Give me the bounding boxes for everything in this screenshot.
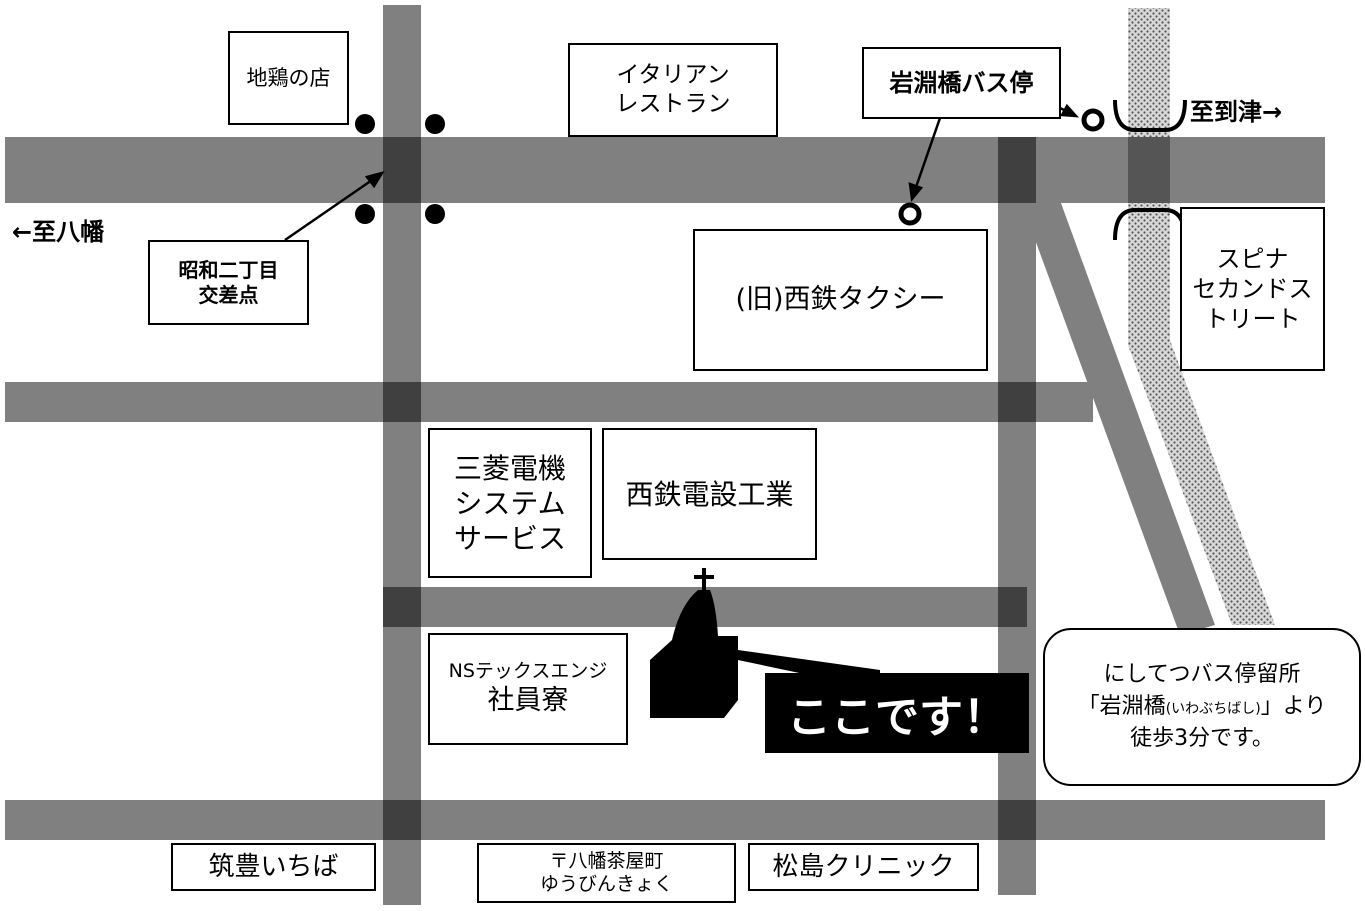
bus-stop-icon <box>1081 108 1105 132</box>
landmark-crossing: 昭和二丁目交差点 <box>148 240 309 325</box>
bus-stop-icon <box>898 202 922 226</box>
landmark-label: 三菱電機 <box>453 451 566 485</box>
landmark-label: ゆうびんきょく <box>539 873 673 895</box>
direction-tobata: 至到津→ <box>1190 98 1283 126</box>
landmark-label: レストラン <box>615 91 731 117</box>
landmark-mitsubishi: 三菱電機システムサービス <box>428 428 592 578</box>
note-text: 」より <box>1260 694 1327 720</box>
landmark-clinic: 松島クリニック <box>748 843 979 891</box>
landmark-label: システム <box>454 486 566 520</box>
road-h4 <box>5 800 1325 840</box>
landmark-label: NSテックスエンジ <box>448 660 608 683</box>
road-diagonal <box>1015 173 1215 635</box>
landmark-label: トリート <box>1204 305 1301 333</box>
intersections <box>383 137 1170 840</box>
landmark-italian: イタリアンレストラン <box>568 43 778 137</box>
landmark-label: 昭和二丁目 <box>178 257 279 282</box>
note-line: 徒歩3分です。 <box>1130 725 1274 751</box>
signal-dots <box>355 114 445 224</box>
here-marker: ここです！ <box>765 673 1029 753</box>
here-label: ここです！ <box>787 692 1007 743</box>
landmark-label: 〒八幡茶屋町 <box>549 850 664 873</box>
landmark-nishitetsu-densetsu: 西鉄電設工業 <box>602 428 817 560</box>
landmark-ns-dorm: NSテックスエンジ社員寮 <box>428 633 628 745</box>
landmark-label: 筑豊いちば <box>208 851 339 882</box>
landmark-label: サービス <box>453 521 566 555</box>
landmark-spina: スピナセカンドストリート <box>1180 207 1325 371</box>
landmark-post-office: 〒八幡茶屋町ゆうびんきょく <box>477 843 736 903</box>
landmark-jidori: 地鶏の店 <box>228 31 349 125</box>
note-text: 「岩淵橋 <box>1077 694 1166 720</box>
landmark-label: 岩淵橋バス停 <box>889 69 1034 97</box>
road-v2 <box>998 137 1036 895</box>
direction-yahata: ←至八幡 <box>12 218 105 246</box>
landmark-label: 松島クリニック <box>772 851 955 882</box>
landmark-label: スピナ <box>1216 245 1289 273</box>
pointer-arrows <box>284 96 1080 242</box>
landmark-label: イタリアン <box>616 62 730 89</box>
landmark-bus-stop: 岩淵橋バス停 <box>862 47 1061 119</box>
landmark-label: セカンドス <box>1192 275 1313 303</box>
road-h2 <box>5 382 1093 422</box>
note-line: 「岩淵橋(いわぶちばし)」より <box>1078 691 1327 723</box>
landmark-taxi: (旧)西鉄タクシー <box>693 229 988 371</box>
note-line: にしてつバス停留所 <box>1103 662 1301 688</box>
landmark-label: (旧)西鉄タクシー <box>735 284 946 316</box>
landmark-chikuho: 筑豊いちば <box>171 843 376 891</box>
landmark-label: 社員寮 <box>487 685 569 716</box>
road-h1 <box>5 137 1325 203</box>
access-note: にしてつバス停留所 「岩淵橋(いわぶちばし)」より 徒歩3分です。 <box>1043 628 1361 786</box>
landmark-label: 地鶏の店 <box>246 65 331 90</box>
landmark-label: 西鉄電設工業 <box>625 477 794 511</box>
landmark-label: 交差点 <box>198 282 259 307</box>
note-reading: (いわぶちばし) <box>1165 701 1261 718</box>
